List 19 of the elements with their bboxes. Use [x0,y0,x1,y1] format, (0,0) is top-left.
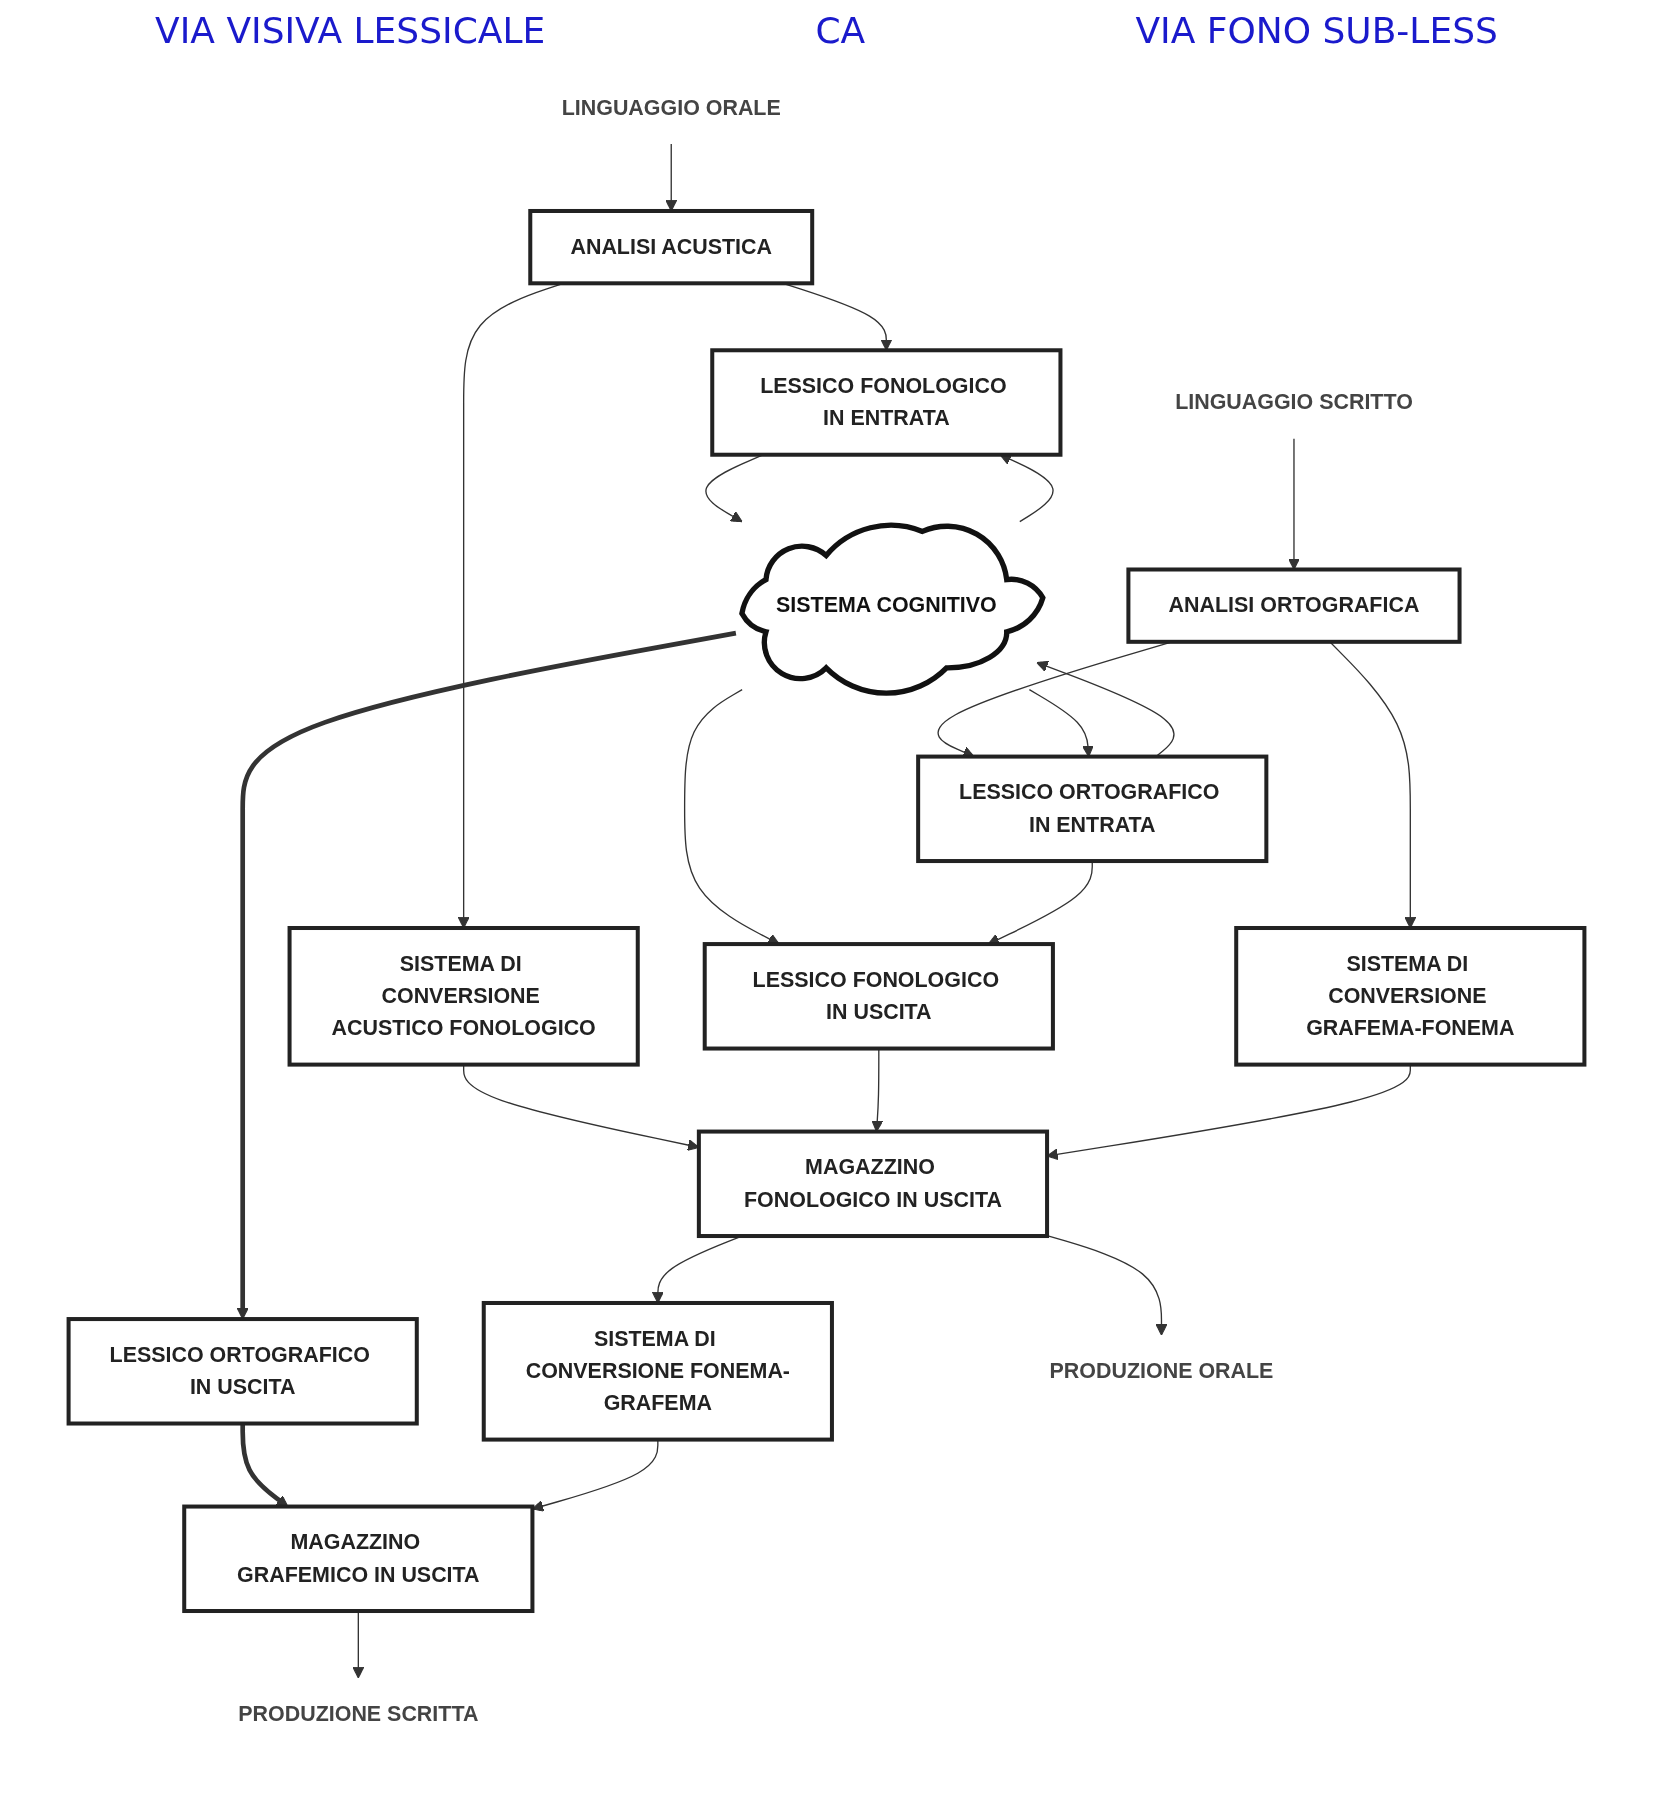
node-box: MAGAZZINO FONOLOGICO IN USCITA [696,1129,1050,1239]
node-box: LESSICO FONOLOGICO IN USCITA [702,942,1055,1051]
node-box: LESSICO ORTOGRAFICO IN USCITA [66,1317,419,1426]
node-box: SISTEMA DI CONVERSIONE GRAFEMA-FONEMA [1234,926,1587,1067]
node-text: PRODUZIONE SCRITTA [238,1702,479,1725]
path-label: VIA VISIVA LESSICALE [155,10,546,51]
node-box: ANALISI ORTOGRAFICA [1126,567,1462,644]
node-box: LESSICO FONOLOGICO IN ENTRATA [710,348,1063,457]
node-box: SISTEMA DI CONVERSIONE ACUSTICO FONOLOGICO [287,926,640,1067]
node-box: SISTEMA DI CONVERSIONE FONEMA-GRAFEMA [481,1301,834,1442]
node-text: LINGUAGGIO SCRITTO [1175,390,1413,414]
path-label: VIA FONO SUB-LESS [1135,10,1498,51]
node-text: PRODUZIONE ORALE [1049,1359,1274,1382]
node-box: LESSICO ORTOGRAFICO IN ENTRATA [916,754,1269,864]
node-box: MAGAZZINO GRAFEMICO IN USCITA [182,1504,535,1613]
node-text: LINGUAGGIO ORALE [561,95,781,119]
arrow [1046,1234,1168,1336]
path-label: CA [815,10,866,51]
node-box: ANALISI ACUSTICA [528,209,815,286]
